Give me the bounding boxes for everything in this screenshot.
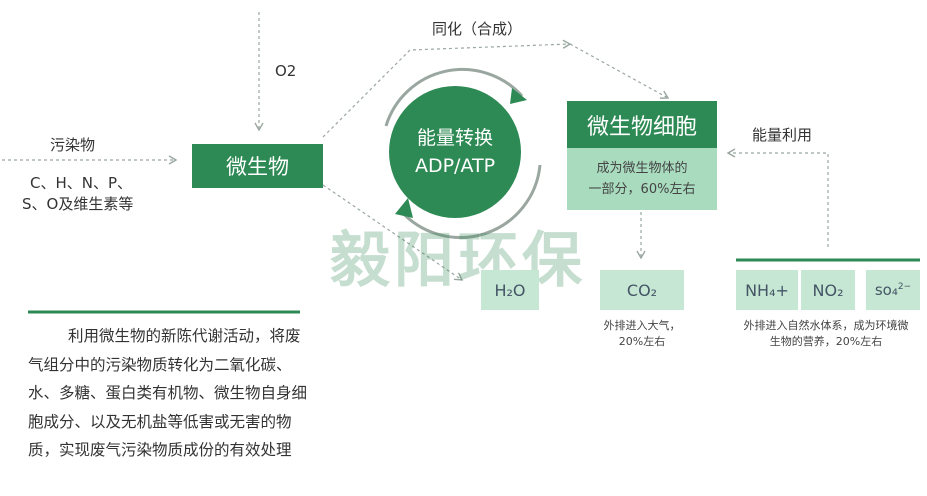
energy-use-arrow bbox=[726, 148, 829, 247]
assimilation-arrow bbox=[322, 39, 572, 138]
nutrient-note: 外排进入自然水体系，成为环境微 生物的营养，20%左右 bbox=[728, 318, 924, 350]
co2-box: CO₂ bbox=[600, 270, 684, 310]
assimilation-down-arrow bbox=[569, 43, 670, 99]
so4-box: so₄2− bbox=[866, 270, 920, 310]
cell-title: 微生物细胞 bbox=[586, 114, 697, 140]
cycle-arrowhead-bottom bbox=[395, 198, 413, 218]
cycle-arrowhead-top bbox=[510, 88, 527, 104]
so4-base: so₄ bbox=[874, 281, 898, 299]
nh4-label: NH₄+ bbox=[745, 280, 789, 300]
pollutant-label: 污染物 bbox=[50, 136, 96, 154]
energy-cycle-circle: 能量转换 ADP/ATP bbox=[389, 86, 521, 218]
cycle-line-1: 能量转换 bbox=[416, 127, 493, 149]
description-paragraph: 利用微生物的新陈代谢活动，将废气组分中的污染物质转化为二氧化碳、水、多糖、蛋白类… bbox=[28, 322, 310, 465]
no2-label: NO₂ bbox=[812, 280, 844, 300]
h2o-arrow bbox=[322, 184, 464, 281]
assimilation-label: 同化（合成） bbox=[432, 20, 523, 38]
co2-label: CO₂ bbox=[626, 280, 658, 300]
so4-charge: 2− bbox=[897, 282, 912, 292]
h2o-label: H₂O bbox=[494, 280, 526, 300]
h2o-box: H₂O bbox=[481, 270, 539, 310]
description-text: 利用微生物的新陈代谢活动，将废气组分中的污染物质转化为二氧化碳、水、多糖、蛋白类… bbox=[28, 327, 308, 459]
cell-desc-box: 成为微生物体的 一部分，60%左右 bbox=[567, 148, 717, 210]
microbe-label: 微生物 bbox=[226, 155, 289, 179]
watermark-text: 毅阳环保 bbox=[330, 226, 586, 296]
nutrient-note-line-1: 外排进入自然水体系，成为环境微 bbox=[743, 319, 909, 332]
o2-label: O2 bbox=[275, 62, 297, 80]
elements-line-1: C、H、N、P、 bbox=[30, 174, 133, 192]
cell-title-box: 微生物细胞 bbox=[567, 101, 717, 148]
co2-note-line-1: 外排进入大气， bbox=[603, 319, 681, 332]
cycle-arc-top bbox=[384, 67, 524, 127]
nutrient-note-line-2: 生物的营养，20%左右 bbox=[769, 335, 883, 348]
cell-desc-line-2: 一部分，60%左右 bbox=[588, 182, 696, 197]
nh4-box: NH₄+ bbox=[736, 270, 798, 310]
microbe-box: 微生物 bbox=[192, 144, 323, 188]
energy-use-label: 能量利用 bbox=[752, 126, 813, 144]
so4-label: so₄2− bbox=[875, 281, 911, 299]
cycle-arc-bottom bbox=[398, 164, 542, 239]
elements-line-2: S、O及维生素等 bbox=[22, 195, 134, 213]
co2-note: 外排进入大气， 20%左右 bbox=[590, 318, 694, 350]
co2-note-line-2: 20%左右 bbox=[618, 335, 666, 348]
cycle-line-2: ADP/ATP bbox=[414, 155, 496, 177]
no2-box: NO₂ bbox=[801, 270, 855, 310]
cell-desc-line-1: 成为微生物体的 bbox=[596, 161, 688, 176]
